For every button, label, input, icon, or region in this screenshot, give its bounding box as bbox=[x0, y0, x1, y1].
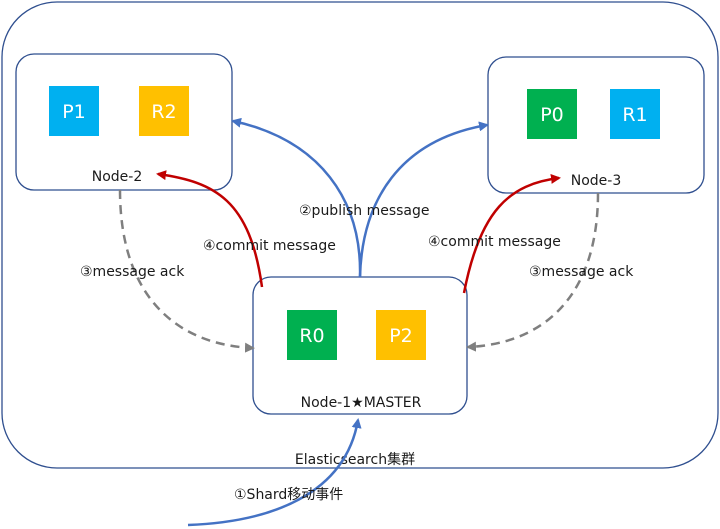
commit-arrow-node-3 bbox=[462, 174, 561, 294]
shard-r2-label: R2 bbox=[151, 101, 176, 123]
commit-label-right: ④commit message bbox=[428, 234, 561, 250]
commit-label-left: ④commit message bbox=[203, 238, 336, 254]
node-2-box: P1 R2 Node-2 bbox=[15, 53, 233, 191]
shard-r1-label: R1 bbox=[622, 104, 647, 126]
ack-label-left: ③message ack bbox=[80, 264, 185, 280]
publish-arrow-node-2 bbox=[231, 117, 362, 278]
node-1-box: R0 P2 Node-1★MASTER bbox=[252, 276, 468, 415]
shard-p1-label: P1 bbox=[62, 101, 86, 123]
shard-p2-label: P2 bbox=[389, 325, 413, 347]
shard-r0-label: R0 bbox=[299, 325, 324, 347]
commit-arrow-node-2 bbox=[156, 170, 264, 288]
shard-r0 bbox=[287, 310, 337, 360]
shard-r1 bbox=[610, 89, 660, 139]
shard-p2 bbox=[376, 310, 426, 360]
node-3-name: Node-3 bbox=[571, 173, 622, 189]
shard-p0-label: P0 bbox=[540, 104, 564, 126]
shard-r2 bbox=[139, 86, 189, 136]
node-1-name: Node-1★MASTER bbox=[301, 395, 422, 411]
node-3-box: P0 R1 Node-3 bbox=[487, 56, 705, 194]
node-2-name: Node-2 bbox=[92, 169, 143, 185]
publish-arrow-node-3 bbox=[358, 121, 489, 278]
ack-arrow-node-3 bbox=[466, 192, 600, 352]
shard-p0 bbox=[527, 89, 577, 139]
shard-move-arrow bbox=[187, 418, 362, 527]
cluster-label: Elasticsearch集群 bbox=[295, 451, 415, 468]
shard-p1 bbox=[49, 86, 99, 136]
shard-move-label: ①Shard移动事件 bbox=[234, 487, 343, 503]
publish-label: ②publish message bbox=[299, 203, 430, 219]
ack-arrow-node-2 bbox=[118, 189, 255, 353]
ack-label-right: ③message ack bbox=[529, 264, 634, 280]
